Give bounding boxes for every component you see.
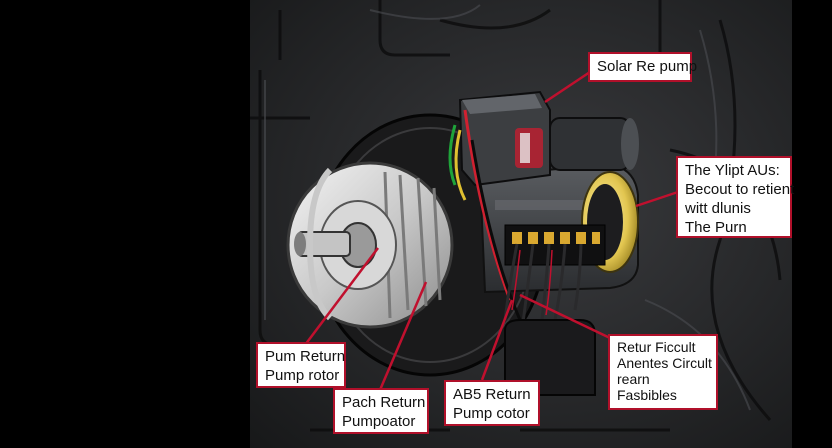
mounting-flange (306, 167, 333, 321)
leader-solar-pump (544, 70, 591, 104)
shaft-tip (294, 232, 306, 256)
label-rotor-line-2: Pump rotor (265, 367, 340, 384)
label-top-right-line-1: The Ylipt AUs: (685, 162, 780, 179)
label-circuit-line-2: Anentes Circult (617, 355, 712, 371)
label-top-right: The Ylipt AUs: Becout to retient witt dl… (676, 156, 795, 238)
label-top-right-line-3: witt dlunis (685, 200, 751, 217)
top-housing-lid (462, 94, 542, 114)
label-solar-pump: Solar Re pump (588, 52, 698, 82)
right-letterbox (792, 0, 832, 448)
terminal-block (504, 224, 606, 266)
connector-row (512, 232, 600, 244)
leader-pach (378, 281, 428, 391)
leader-abs (480, 299, 514, 381)
leader-lines (304, 70, 679, 391)
label-pach: Pach Return Pumpoator (333, 388, 429, 434)
label-top-right-line-2: Becout to retient (685, 181, 795, 198)
label-rotor-line-1: Pum Return (265, 348, 346, 365)
label-abs-line-2: Pump cotor (453, 405, 530, 422)
left-letterbox (0, 0, 250, 448)
top-motor-cylinder (549, 117, 631, 171)
label-circuit-line-3: rearn (617, 371, 650, 387)
label-pach-line-1: Pach Return (342, 394, 426, 411)
leader-circuit (519, 293, 611, 340)
relay-highlight (520, 133, 530, 163)
label-pach-line-2: Pumpoator (342, 413, 416, 430)
label-circuit-line-1: Retur Ficcult (617, 339, 696, 355)
leader-rotor (304, 247, 379, 346)
label-rotor: Pum Return Pump rotor (256, 342, 346, 388)
label-top-right-line-4: The Purn (685, 219, 747, 236)
label-circuit: Retur Ficcult Anentes Circult rearn Fasb… (608, 334, 718, 410)
label-abs-line-1: AB5 Return (453, 386, 531, 403)
label-circuit-line-4: Fasbibles (617, 387, 677, 403)
leader-top-right (635, 190, 679, 208)
label-solar-pump-line-1: Solar Re pump (597, 58, 698, 75)
label-abs: AB5 Return Pump cotor (444, 380, 540, 426)
motor-rib (495, 200, 615, 210)
top-motor-cap (621, 118, 639, 170)
